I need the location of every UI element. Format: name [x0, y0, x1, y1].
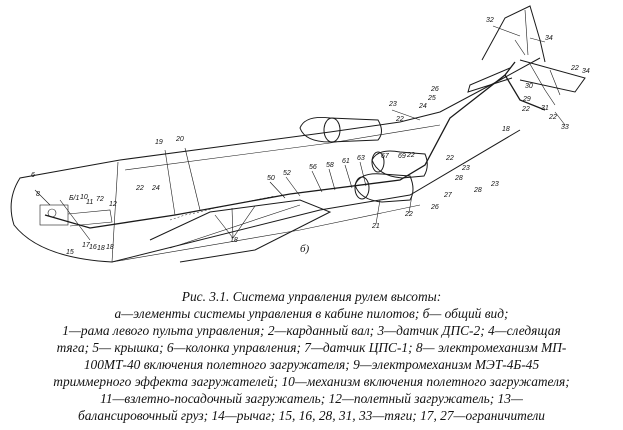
part-number-label: 19 — [155, 139, 163, 146]
part-number-label: 15 — [66, 249, 74, 256]
vertical-fin — [481, 5, 546, 63]
part-number-label: 22 — [445, 155, 454, 162]
caption-line: балансировочный груз; 14—рычаг; 15, 16, … — [78, 408, 545, 423]
part-number-label: 31 — [541, 105, 549, 112]
part-number-label: 28 — [454, 175, 463, 182]
part-number-label: 22 — [135, 185, 144, 192]
wing-root — [149, 199, 332, 263]
part-number-label: 52 — [283, 170, 291, 177]
part-number-label: 22 — [570, 65, 579, 72]
caption-line: 11—взлетно-посадочный загружатель; 12—по… — [100, 391, 523, 406]
part-number-label: 29 — [522, 96, 531, 103]
part-number-label: 22 — [548, 114, 557, 121]
part-number-label: 23 — [388, 101, 397, 108]
part-number-label: 69 — [398, 153, 406, 160]
part-number-label: 22 — [521, 106, 530, 113]
part-number-label: 34 — [545, 35, 553, 42]
part-number-label: 32 — [486, 17, 494, 24]
part-number-label: 27 — [443, 192, 453, 199]
part-number-label: 22 — [404, 211, 413, 218]
part-number-label: 56 — [309, 164, 317, 171]
part-number-label: 22 — [406, 152, 415, 159]
subfigure-label: б) — [300, 243, 310, 255]
caption-title: Рис. 3.1. Система управления рулем высот… — [181, 289, 442, 304]
part-number-label: 10 — [80, 194, 88, 201]
part-number-label: 34 — [582, 68, 590, 75]
part-number-label: 24 — [151, 185, 160, 192]
caption-line: а—элементы системы управления в кабине п… — [114, 306, 509, 321]
caption-line: 100МТ-40 включения полетного загружателя… — [83, 357, 540, 372]
cockpit-detail — [34, 189, 113, 227]
part-number-label: 18 — [106, 244, 114, 251]
part-number-label: 22 — [395, 116, 404, 123]
horizontal-stabilizer — [467, 59, 586, 106]
part-number-label: 28 — [473, 187, 482, 194]
part-number-label: 23 — [490, 181, 499, 188]
figure-caption: Рис. 3.1. Система управления рулем высот… — [0, 288, 623, 424]
part-number-label: 12 — [109, 201, 117, 208]
caption-line: тяга; 5— крышка; 6—колонка управления; 7… — [56, 340, 567, 355]
part-number-label: 58 — [326, 162, 334, 169]
part-number-label: 8 — [36, 191, 40, 198]
part-number-label: 18 — [230, 237, 238, 244]
part-number-label: 26 — [430, 86, 439, 93]
part-number-label: Б/1 — [69, 195, 80, 202]
part-number-label: 11 — [86, 199, 93, 206]
part-number-label: 17 — [82, 242, 91, 249]
part-number-label: 20 — [175, 136, 184, 143]
caption-line: 1—рама левого пульта управления; 2—карда… — [62, 323, 561, 338]
part-number-label: 50 — [267, 175, 275, 182]
part-number-label: 30 — [525, 83, 533, 90]
part-number-label: 18 — [502, 126, 510, 133]
part-number-label: 63 — [357, 155, 365, 162]
part-number-label: 26 — [430, 204, 439, 211]
part-number-label: 67 — [381, 153, 390, 160]
part-number-label: 18 — [97, 245, 105, 252]
part-number-label: 33 — [561, 124, 569, 131]
caption-line: триммерного эффекта загружателей; 10—мех… — [53, 374, 570, 389]
part-number-label: 61 — [342, 158, 350, 165]
fuselage-outline — [10, 57, 541, 263]
part-number-label: 25 — [427, 95, 436, 102]
engine-nacelles — [299, 117, 428, 203]
leader-lines — [214, 25, 566, 239]
part-number-label: 16 — [89, 244, 97, 251]
part-number-label: 6 — [31, 172, 35, 179]
part-number-label: 24 — [418, 103, 427, 110]
control-rod-run — [44, 61, 546, 229]
part-number-label: 23 — [461, 165, 470, 172]
part-number-label: 21 — [371, 223, 380, 230]
part-number-label: 72 — [96, 196, 104, 203]
